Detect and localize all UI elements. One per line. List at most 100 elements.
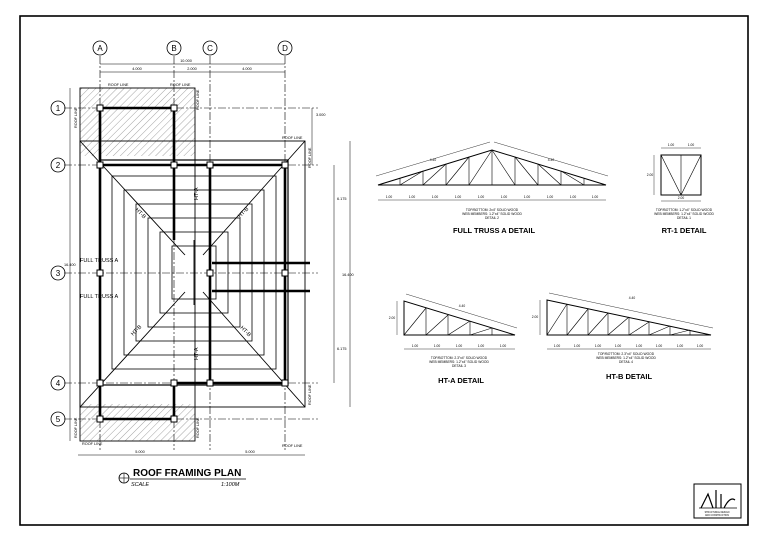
roof-line-label-4: ROOF LINE [82, 442, 103, 446]
full-truss-note-3: DETAIL 2 [485, 216, 499, 220]
ht-a-bottom-dim-4: 1.00 [478, 344, 485, 348]
rt1-bottom-dim: 2.00 [678, 196, 685, 200]
title-block-text-2: AND CONSTRUCTION [705, 514, 729, 517]
dim-total-top: 10.000 [180, 59, 192, 63]
dim-top-seg-2: 2.000 [187, 67, 197, 71]
grid-number-4: 4 [56, 379, 61, 388]
full-truss-title: FULL TRUSS A DETAIL [453, 226, 535, 235]
ht-b-note-1: TOP/BOTTOM: 2.3"x4" SOLID WOOD [598, 352, 655, 356]
hip-ring-6 [159, 231, 229, 314]
hip-ring-4 [135, 203, 253, 342]
rt1-note-1: TOP/BOTTOM: 1.2"x4" SOLID WOOD [656, 208, 713, 212]
rt1-top-dim-1: 1.00 [668, 143, 675, 147]
ht-b-title: HT-B DETAIL [606, 372, 653, 381]
rt1-title: RT-1 DETAIL [662, 226, 707, 235]
columns [96, 104, 289, 423]
full-truss-bottom-dim-10: 1.00 [592, 195, 599, 199]
full-truss-bottom-dim-2: 1.00 [409, 195, 416, 199]
ht-a-detail [396, 293, 518, 350]
full-truss-note-1: TOP/BOTTOM: 2x4" SOLID WOOD [466, 208, 519, 212]
ht-b-note-3: DETAIL 4 [619, 360, 633, 364]
full-truss-bottom-dim-4: 1.00 [455, 195, 462, 199]
rt1-note-2: WEB MEMBERS: 1.2"x4" SOLID WOOD [654, 212, 714, 216]
hip-diagonal-tr [202, 140, 306, 256]
rt1-detail [653, 147, 702, 202]
roof-framing-plan [50, 40, 351, 456]
hip-diagonal-bl [79, 291, 186, 408]
grid-bubble-1 [50, 100, 66, 116]
grid-number-5: 5 [56, 415, 61, 424]
ht-b-bottom-dim-6: 1.00 [656, 344, 663, 348]
ht-b-slope-dim: 4.40 [629, 296, 636, 300]
ht-b-bottom-dim-4: 1.00 [615, 344, 622, 348]
ht-a-note-2: WEB MEMBERS: 1.2"x4" SOLID WOOD [429, 360, 489, 364]
company-logo-icon [699, 490, 737, 509]
dim-right-1-2: 3.000 [316, 113, 326, 117]
full-truss-bottom-dim-8: 1.00 [547, 195, 554, 199]
plan-scale-value: 1:100M [221, 482, 240, 488]
full-truss-a-detail [375, 141, 609, 201]
roof-line-label-3: ROOF LINE [282, 136, 303, 140]
label-ht-a-top: HT-A [194, 187, 200, 200]
rt1-top-dim-2: 1.00 [688, 143, 695, 147]
dim-left-total: 16.400 [64, 263, 76, 267]
title-block-frame [693, 483, 742, 519]
grid-bubble-d [277, 40, 293, 56]
dim-right-3-4: 6.175 [337, 347, 347, 351]
dim-bottom-seg-1: 5.000 [135, 450, 145, 454]
label-full-truss-a-1: FULL TRUSS A [80, 258, 119, 264]
dim-top-seg-3: 4.000 [242, 67, 252, 71]
full-truss-top-dim-2: 4.40 [548, 158, 555, 162]
roof-line-label-11: ROOF LINE [74, 417, 78, 438]
grid-letter-a: A [97, 44, 103, 53]
hatch-area-top [80, 88, 195, 156]
label-ht-b-tl: HT-B [134, 207, 147, 220]
ht-a-slope-dim: 4.40 [459, 304, 466, 308]
hip-diagonal-tl [79, 140, 186, 256]
ht-b-bottom-dim-7: 1.00 [677, 344, 684, 348]
ht-a-side-dim: 2.00 [389, 316, 396, 320]
ht-b-detail [539, 292, 714, 350]
full-truss-bottom-dim-1: 1.00 [386, 195, 393, 199]
ht-b-bottom-dim-3: 1.00 [595, 344, 602, 348]
full-truss-bottom-dim-9: 1.00 [570, 195, 577, 199]
full-truss-bottom-dim-7: 1.00 [524, 195, 531, 199]
grid-bubble-c [202, 40, 218, 56]
hip-ring-5 [147, 217, 241, 328]
roof-line-main [79, 140, 306, 408]
dim-bottom-seg-2: 5.000 [245, 450, 255, 454]
plan-title-block: ROOF FRAMING PLAN SCALE 1:100M [118, 468, 246, 488]
grid-bubble-b [166, 40, 182, 56]
roof-line-label-9: ROOF LINE [308, 384, 312, 405]
grid-bubble-a [92, 40, 108, 56]
rt1-side-dim: 2.00 [647, 173, 654, 177]
ht-a-bottom-dim-1: 1.00 [412, 344, 419, 348]
ht-b-bottom-dim-8: 1.00 [697, 344, 704, 348]
rt1-note-3: DETAIL 1 [677, 216, 691, 220]
label-ht-b-bl: HT-B [130, 324, 143, 337]
title-block: STRUCTURAL DESIGN AND CONSTRUCTION [693, 483, 742, 519]
dim-top-seg-1: 4.000 [132, 67, 142, 71]
ht-a-note-3: DETAIL 3 [452, 364, 466, 368]
roof-line-label-10: ROOF LINE [196, 417, 200, 438]
ht-a-bottom-dim-5: 1.00 [500, 344, 507, 348]
ht-b-side-dim: 2.00 [532, 315, 539, 319]
ht-a-note-1: TOP/BOTTOM: 2.3"x4" SOLID WOOD [431, 356, 488, 360]
roof-line-label-1: ROOF LINE [108, 83, 129, 87]
hip-ring-2 [111, 175, 277, 370]
full-truss-note-2: WEB MEMBERS: 1.2"x4" SOLID WOOD [462, 212, 522, 216]
grid-letter-c: C [207, 44, 213, 53]
roof-line-label-8: ROOF LINE [308, 147, 312, 168]
roof-line-label-5: ROOF LINE [282, 444, 303, 448]
title-block-text-1: STRUCTURAL DESIGN [705, 511, 730, 514]
plan-title: ROOF FRAMING PLAN [133, 468, 241, 479]
grid-number-3: 3 [56, 269, 61, 278]
sheet-border [19, 15, 749, 526]
ht-a-bottom-dim-2: 1.00 [434, 344, 441, 348]
label-ht-b-br: HT-B [239, 325, 252, 338]
roof-line-label-2: ROOF LINE [170, 83, 191, 87]
ht-a-title: HT-A DETAIL [438, 376, 484, 385]
full-truss-bottom-dim-6: 1.00 [501, 195, 508, 199]
